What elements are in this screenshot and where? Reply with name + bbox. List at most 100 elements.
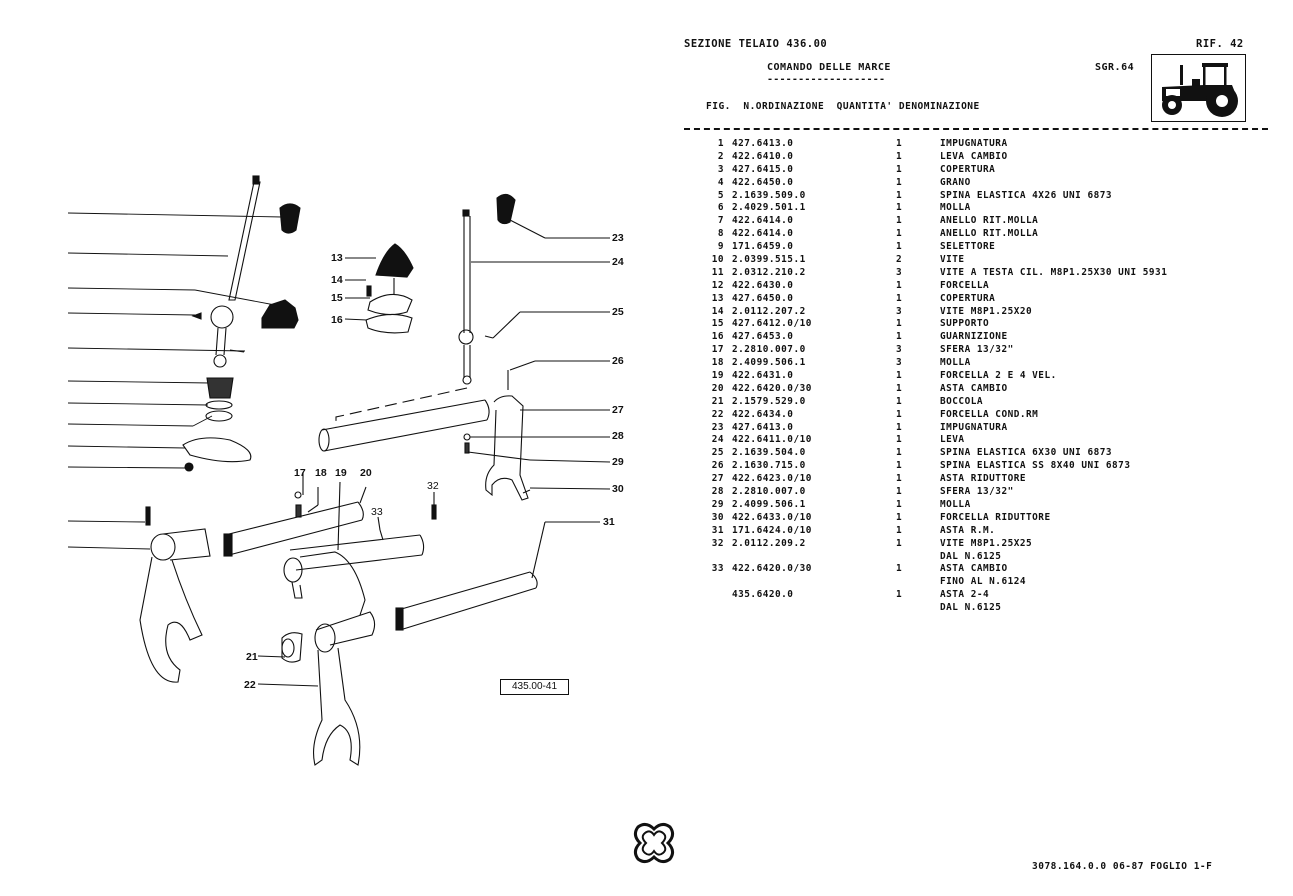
part-order-no: 427.6450.0 <box>732 292 794 304</box>
part-description: GRANO <box>940 176 971 188</box>
column-headers: FIG. N.ORDINAZIONE QUANTITA' DENOMINAZIO… <box>706 101 980 112</box>
part-order-no: 2.0112.207.2 <box>732 305 806 317</box>
callout-20: 20 <box>360 467 372 479</box>
part-qty: 1 <box>896 176 903 188</box>
tractor-icon <box>1162 63 1238 117</box>
callout-27: 27 <box>612 404 624 416</box>
part-fig: 32 <box>711 537 724 549</box>
part-order-no: 422.6423.0/10 <box>732 473 812 485</box>
part-description: MOLLA <box>940 357 971 369</box>
part-fig: 7 <box>717 215 724 227</box>
callout-25: 25 <box>612 306 624 318</box>
page-title: COMANDO DELLE MARCE <box>767 62 891 73</box>
callout-30: 30 <box>612 483 624 495</box>
part-qty: 1 <box>896 537 903 549</box>
part-qty: 1 <box>896 228 903 240</box>
part-fig: 5 <box>717 189 724 201</box>
part-description: FINO AL N.6124 <box>940 576 1027 588</box>
part-qty: 1 <box>896 589 903 601</box>
callout-28: 28 <box>612 430 624 442</box>
part-description: IMPUGNATURA <box>940 138 1008 149</box>
part-description: IMPUGNATURA <box>940 421 1008 433</box>
part-description: MOLLA <box>940 202 971 214</box>
figure-code: 435.00-41 <box>500 679 569 695</box>
shift-lever-right <box>458 193 610 390</box>
part-qty: 1 <box>896 370 903 382</box>
part-fig: 2 <box>717 150 724 162</box>
part-description: COPERTURA <box>940 163 996 175</box>
part-description: SPINA ELASTICA 6X30 UNI 6873 <box>940 447 1113 459</box>
part-order-no: 171.6424.0/10 <box>732 524 812 536</box>
part-description: DAL N.6125 <box>940 602 1002 614</box>
part-order-no: 435.6420.0 <box>732 589 794 601</box>
dashed-connection <box>335 387 468 427</box>
part-fig: 31 <box>711 524 724 536</box>
part-order-no: 422.6434.0 <box>732 408 794 420</box>
fork-30 <box>463 395 611 501</box>
part-order-no: 422.6420.0/30 <box>732 563 812 575</box>
part-qty: 1 <box>896 331 903 343</box>
fork-19-shafts <box>223 472 437 616</box>
shaft-27 <box>318 399 490 452</box>
part-fig: 3 <box>717 163 724 175</box>
spring-left <box>206 377 234 399</box>
part-description: SPINA ELASTICA SS 8X40 UNI 6873 <box>940 460 1131 472</box>
callout-29: 29 <box>612 456 624 468</box>
part-qty: 1 <box>896 524 903 536</box>
boot-left <box>261 299 299 329</box>
part-qty: 1 <box>896 473 903 485</box>
part-description: ASTA 2-4 <box>940 589 990 601</box>
part-order-no: 2.4099.506.1 <box>732 498 806 510</box>
fork-12 <box>139 528 211 683</box>
footer-code: 3078.164.0.0 06-87 FOGLIO 1-F <box>1032 861 1213 872</box>
part-description: VITE A TESTA CIL. M8P1.25X30 UNI 5931 <box>940 266 1168 278</box>
callout-23: 23 <box>612 232 624 244</box>
title-underline: ------------------- <box>767 74 886 85</box>
knob-left <box>279 203 301 234</box>
part-qty: 1 <box>896 486 903 498</box>
part-description: ANELLO RIT.MOLLA <box>940 215 1039 227</box>
part-qty: 1 <box>896 189 903 201</box>
part-order-no: 422.6420.0/30 <box>732 382 812 394</box>
part-fig: 30 <box>711 511 724 523</box>
screw-left <box>145 506 151 526</box>
part-order-no: 2.1639.504.0 <box>732 447 806 459</box>
part-qty: 1 <box>896 202 903 214</box>
callout-16: 16 <box>331 314 343 326</box>
part-order-no: 427.6453.0 <box>732 331 794 343</box>
col-description: DENOMINAZIONE <box>898 101 980 112</box>
part-description: LEVA CAMBIO <box>940 150 1008 162</box>
part-qty: 1 <box>896 163 903 175</box>
part-fig: 19 <box>711 370 724 382</box>
part-qty: 1 <box>896 498 903 510</box>
section-title: SEZIONE TELAIO 436.00 <box>684 38 828 50</box>
part-description: BOCCOLA <box>940 395 984 407</box>
part-order-no: 2.4029.501.1 <box>732 202 806 214</box>
exploded-diagram: 13 14 15 16 17 18 19 20 21 22 23 24 25 2… <box>0 160 660 780</box>
callout-17: 17 <box>294 467 306 479</box>
part-description: MOLLA <box>940 498 971 510</box>
part-order-no: 427.6413.0 <box>732 138 794 149</box>
part-qty: 1 <box>896 447 903 459</box>
part-order-no: 422.6410.0 <box>732 150 794 162</box>
part-qty: 3 <box>896 344 903 356</box>
part-qty: 1 <box>896 150 903 162</box>
part-fig: 16 <box>711 331 724 343</box>
part-fig: 8 <box>717 228 724 240</box>
callout-32: 32 <box>427 480 439 492</box>
part-description: SELETTORE <box>940 241 996 253</box>
part-order-no: 2.4099.506.1 <box>732 357 806 369</box>
part-description: ASTA CAMBIO <box>940 563 1008 575</box>
part-order-no: 422.6414.0 <box>732 215 794 227</box>
header-divider <box>684 128 1268 130</box>
part-order-no: 422.6430.0 <box>732 279 794 291</box>
part-fig: 13 <box>711 292 724 304</box>
fork-22 <box>257 611 376 766</box>
part-qty: 3 <box>896 357 903 369</box>
part-order-no: 2.0399.515.1 <box>732 254 806 266</box>
part-order-no: 2.1639.509.0 <box>732 189 806 201</box>
part-qty: 1 <box>896 434 903 446</box>
part-description: FORCELLA RIDUTTORE <box>940 511 1051 523</box>
part-qty: 1 <box>896 382 903 394</box>
tractor-icon-box <box>1151 54 1246 122</box>
